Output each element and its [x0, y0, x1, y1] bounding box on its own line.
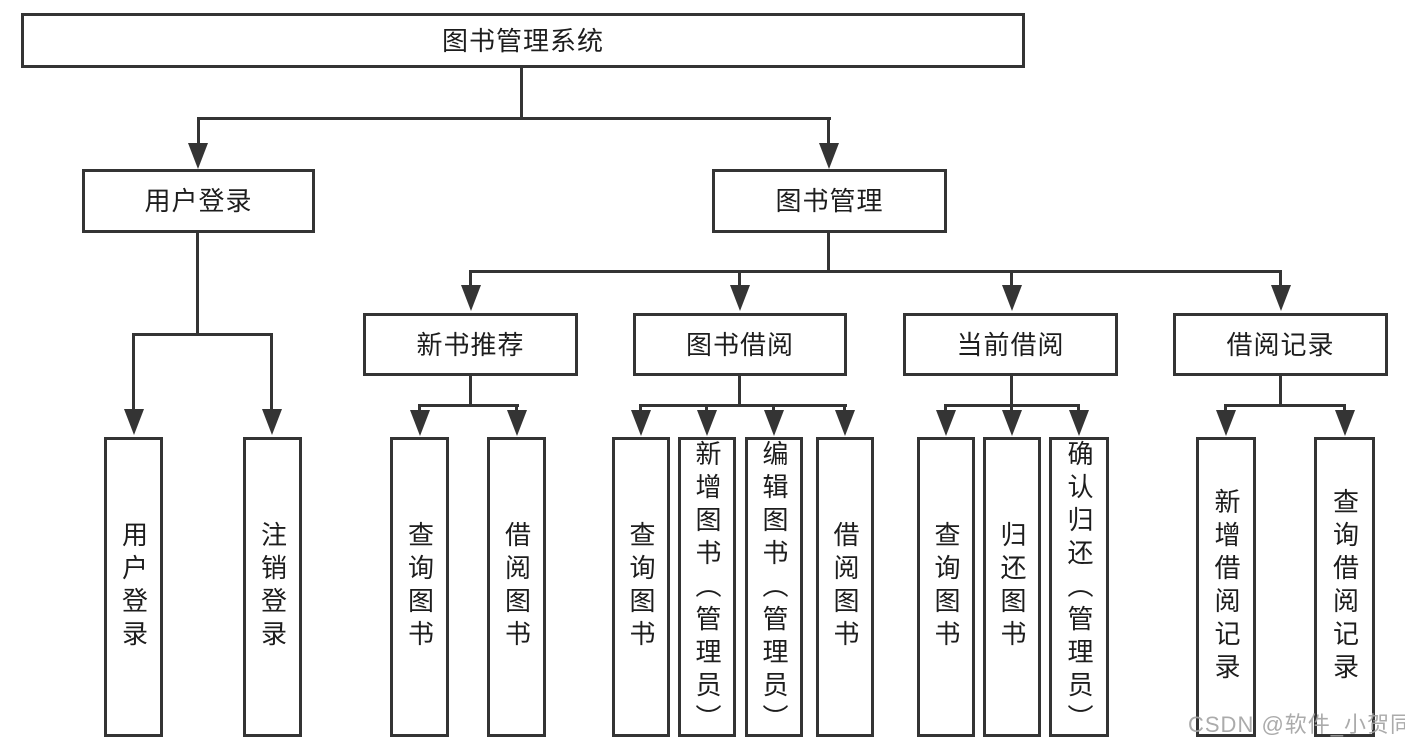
connector-vline	[270, 334, 273, 411]
arrowhead-down-icon	[1335, 410, 1355, 436]
connector-vline	[1010, 271, 1013, 287]
leaf-query-borrow-record: 查询借阅记录	[1314, 437, 1375, 737]
node-label: 新增借阅记录	[1211, 488, 1241, 686]
connector-vline	[738, 271, 741, 287]
arrowhead-down-icon	[764, 410, 784, 436]
connector-vline	[843, 405, 846, 413]
connector-vline	[1010, 376, 1013, 407]
arrowhead-down-icon	[1002, 285, 1022, 311]
node-label: 用户登录	[144, 186, 253, 216]
node-book-management: 图书管理	[712, 169, 947, 233]
arrowhead-down-icon	[1069, 410, 1089, 436]
connector-hline	[469, 270, 1282, 273]
node-label: 借阅图书	[501, 521, 532, 653]
connector-vline	[1010, 405, 1013, 413]
leaf-query-books-borrowing: 查询图书	[612, 437, 670, 737]
arrowhead-down-icon	[1216, 410, 1236, 436]
connector-hline	[132, 333, 273, 336]
leaf-logout: 注销登录	[243, 437, 302, 737]
leaf-borrow-books-borrowing: 借阅图书	[816, 437, 874, 737]
node-label: 查询借阅记录	[1329, 488, 1360, 686]
arrowhead-down-icon	[461, 285, 481, 311]
connector-vline	[827, 233, 830, 273]
node-user-login: 用户登录	[82, 169, 315, 233]
leaf-add-book-admin: 新增图书（管理员）	[678, 437, 736, 737]
connector-hline	[418, 404, 519, 407]
connector-vline	[1224, 405, 1227, 413]
csdn-watermark: CSDN @软件_小贺同学	[1188, 712, 1405, 737]
leaf-edit-book-admin: 编辑图书（管理员）	[745, 437, 803, 737]
connector-vline	[1279, 376, 1282, 407]
leaf-confirm-return-admin: 确认归还（管理员）	[1049, 437, 1109, 737]
node-label: 编辑图书（管理员）	[759, 440, 789, 737]
node-label: 新书推荐	[416, 329, 525, 360]
connector-vline	[772, 405, 775, 413]
node-borrowing-records: 借阅记录	[1173, 313, 1388, 376]
arrowhead-down-icon	[507, 410, 527, 436]
leaf-user-login: 用户登录	[104, 437, 163, 737]
node-label: 图书管理	[775, 186, 884, 216]
leaf-query-books-recommend: 查询图书	[390, 437, 449, 737]
arrowhead-down-icon	[124, 409, 144, 435]
connector-vline	[944, 405, 947, 413]
connector-vline	[197, 118, 200, 146]
arrowhead-down-icon	[1002, 410, 1022, 436]
connector-vline	[469, 271, 472, 287]
arrowhead-down-icon	[631, 410, 651, 436]
arrowhead-down-icon	[936, 410, 956, 436]
connector-hline	[197, 117, 831, 120]
connector-vline	[418, 405, 421, 413]
connector-vline	[515, 405, 518, 413]
node-label: 查询图书	[404, 521, 435, 653]
node-label: 用户登录	[118, 521, 149, 653]
node-label: 归还图书	[997, 521, 1027, 653]
arrowhead-down-icon	[730, 285, 750, 311]
arrowhead-down-icon	[1271, 285, 1291, 311]
connector-vline	[520, 68, 523, 120]
connector-vline	[1077, 405, 1080, 413]
arrowhead-down-icon	[188, 143, 208, 169]
node-current-borrowing: 当前借阅	[903, 313, 1118, 376]
leaf-add-borrow-record: 新增借阅记录	[1196, 437, 1256, 737]
connector-vline	[705, 405, 708, 413]
leaf-borrow-books-recommend: 借阅图书	[487, 437, 546, 737]
connector-vline	[1279, 271, 1282, 287]
node-label: 查询图书	[931, 521, 961, 653]
connector-vline	[196, 233, 199, 335]
arrowhead-down-icon	[697, 410, 717, 436]
node-label: 新增图书（管理员）	[692, 440, 722, 737]
connector-hline	[1224, 404, 1346, 407]
arrowhead-down-icon	[262, 409, 282, 435]
connector-vline	[469, 376, 472, 407]
leaf-query-books-current: 查询图书	[917, 437, 975, 737]
node-label: 借阅记录	[1226, 329, 1335, 360]
connector-vline	[639, 405, 642, 413]
node-label: 确认归还（管理员）	[1064, 440, 1094, 737]
arrowhead-down-icon	[410, 410, 430, 436]
node-label: 图书借阅	[685, 329, 794, 360]
node-new-book-recommendation: 新书推荐	[363, 313, 578, 376]
node-label: 借阅图书	[830, 521, 860, 653]
connector-hline	[639, 404, 847, 407]
leaf-return-book: 归还图书	[983, 437, 1041, 737]
arrowhead-down-icon	[819, 143, 839, 169]
node-label: 图书管理系统	[441, 25, 604, 56]
arrowhead-down-icon	[835, 410, 855, 436]
node-library-management-system: 图书管理系统	[21, 13, 1025, 68]
node-label: 查询图书	[626, 521, 656, 653]
node-book-borrowing: 图书借阅	[633, 313, 847, 376]
node-label: 注销登录	[257, 521, 288, 653]
connector-vline	[1343, 405, 1346, 413]
node-label: 当前借阅	[956, 329, 1065, 360]
connector-vline	[738, 376, 741, 407]
connector-vline	[132, 334, 135, 411]
connector-vline	[827, 118, 830, 146]
